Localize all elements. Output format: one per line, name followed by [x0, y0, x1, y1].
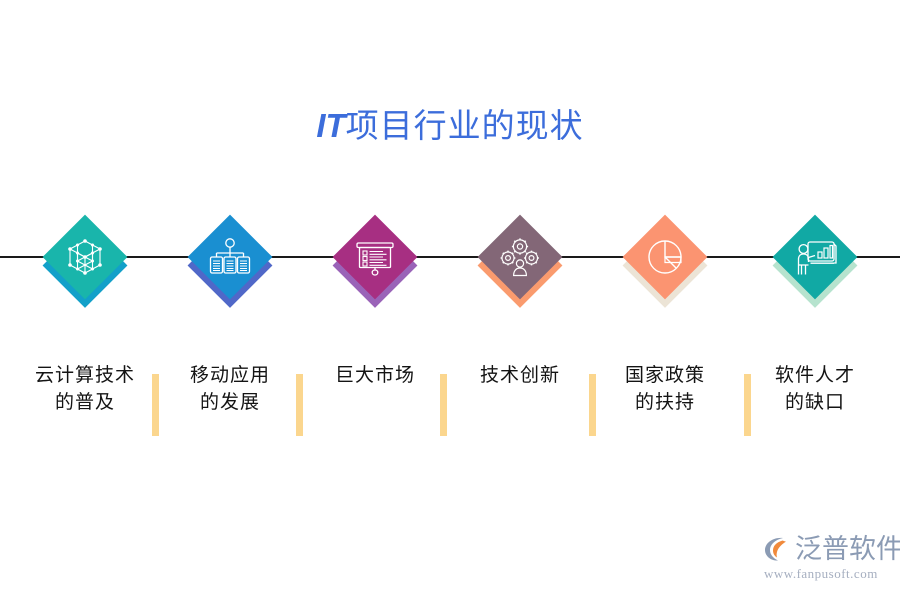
node-label-4: 技术创新 — [445, 362, 595, 389]
timeline-node-4[interactable]: 技术创新 — [445, 0, 595, 600]
timeline-node-1[interactable]: 云计算技术 的普及 — [10, 0, 160, 600]
node-label-3-line1: 巨大市场 — [334, 365, 415, 386]
diamond-main-3 — [332, 214, 418, 300]
label-separator-5 — [744, 374, 751, 436]
node-label-3: 巨大市场 — [300, 362, 450, 389]
node-label-2-line1: 移动应用 — [189, 365, 270, 386]
timeline-node-6[interactable]: 软件人才 的缺口 — [740, 0, 890, 600]
diamond-main-2 — [187, 214, 273, 300]
node-label-2: 移动应用 的发展 — [155, 362, 305, 416]
fanpusoft-logo-icon — [762, 534, 792, 564]
node-label-6: 软件人才 的缺口 — [740, 362, 890, 416]
page-title: IT项目行业的现状 — [0, 104, 900, 149]
label-separator-2 — [296, 374, 303, 436]
timeline-node-5[interactable]: 国家政策 的扶持 — [590, 0, 740, 600]
node-label-1-line1: 云计算技术 — [34, 365, 135, 386]
node-label-4-line1: 技术创新 — [479, 365, 560, 386]
watermark-logo: 泛普软件 www.fanpusoft.com — [762, 534, 900, 586]
diamond-main-1 — [42, 214, 128, 300]
watermark-logo-row: 泛普软件 — [762, 534, 900, 564]
timeline-baseline — [0, 256, 900, 258]
node-label-2-line2: 的发展 — [199, 392, 260, 413]
timeline-node-3[interactable]: 巨大市场 — [300, 0, 450, 600]
watermark-brand-name: 泛普软件 — [795, 534, 900, 564]
diamond-main-5 — [622, 214, 708, 300]
diamond-main-4 — [477, 214, 563, 300]
page-title-latin: IT — [316, 107, 346, 144]
node-label-5: 国家政策 的扶持 — [590, 362, 740, 416]
watermark-url: www.fanpusoft.com — [764, 566, 878, 581]
diamond-main-6 — [772, 214, 858, 300]
node-label-6-line1: 软件人才 — [774, 365, 855, 386]
label-separator-3 — [440, 374, 447, 436]
page-title-cn: 项目行业的现状 — [345, 109, 584, 145]
node-label-6-line2: 的缺口 — [784, 392, 845, 413]
node-label-5-line2: 的扶持 — [634, 392, 695, 413]
label-separator-1 — [152, 374, 159, 436]
timeline-node-2[interactable]: 移动应用 的发展 — [155, 0, 305, 600]
node-label-1: 云计算技术 的普及 — [10, 362, 160, 416]
node-label-1-line2: 的普及 — [54, 392, 115, 413]
label-separator-4 — [589, 374, 596, 436]
node-label-5-line1: 国家政策 — [624, 365, 705, 386]
